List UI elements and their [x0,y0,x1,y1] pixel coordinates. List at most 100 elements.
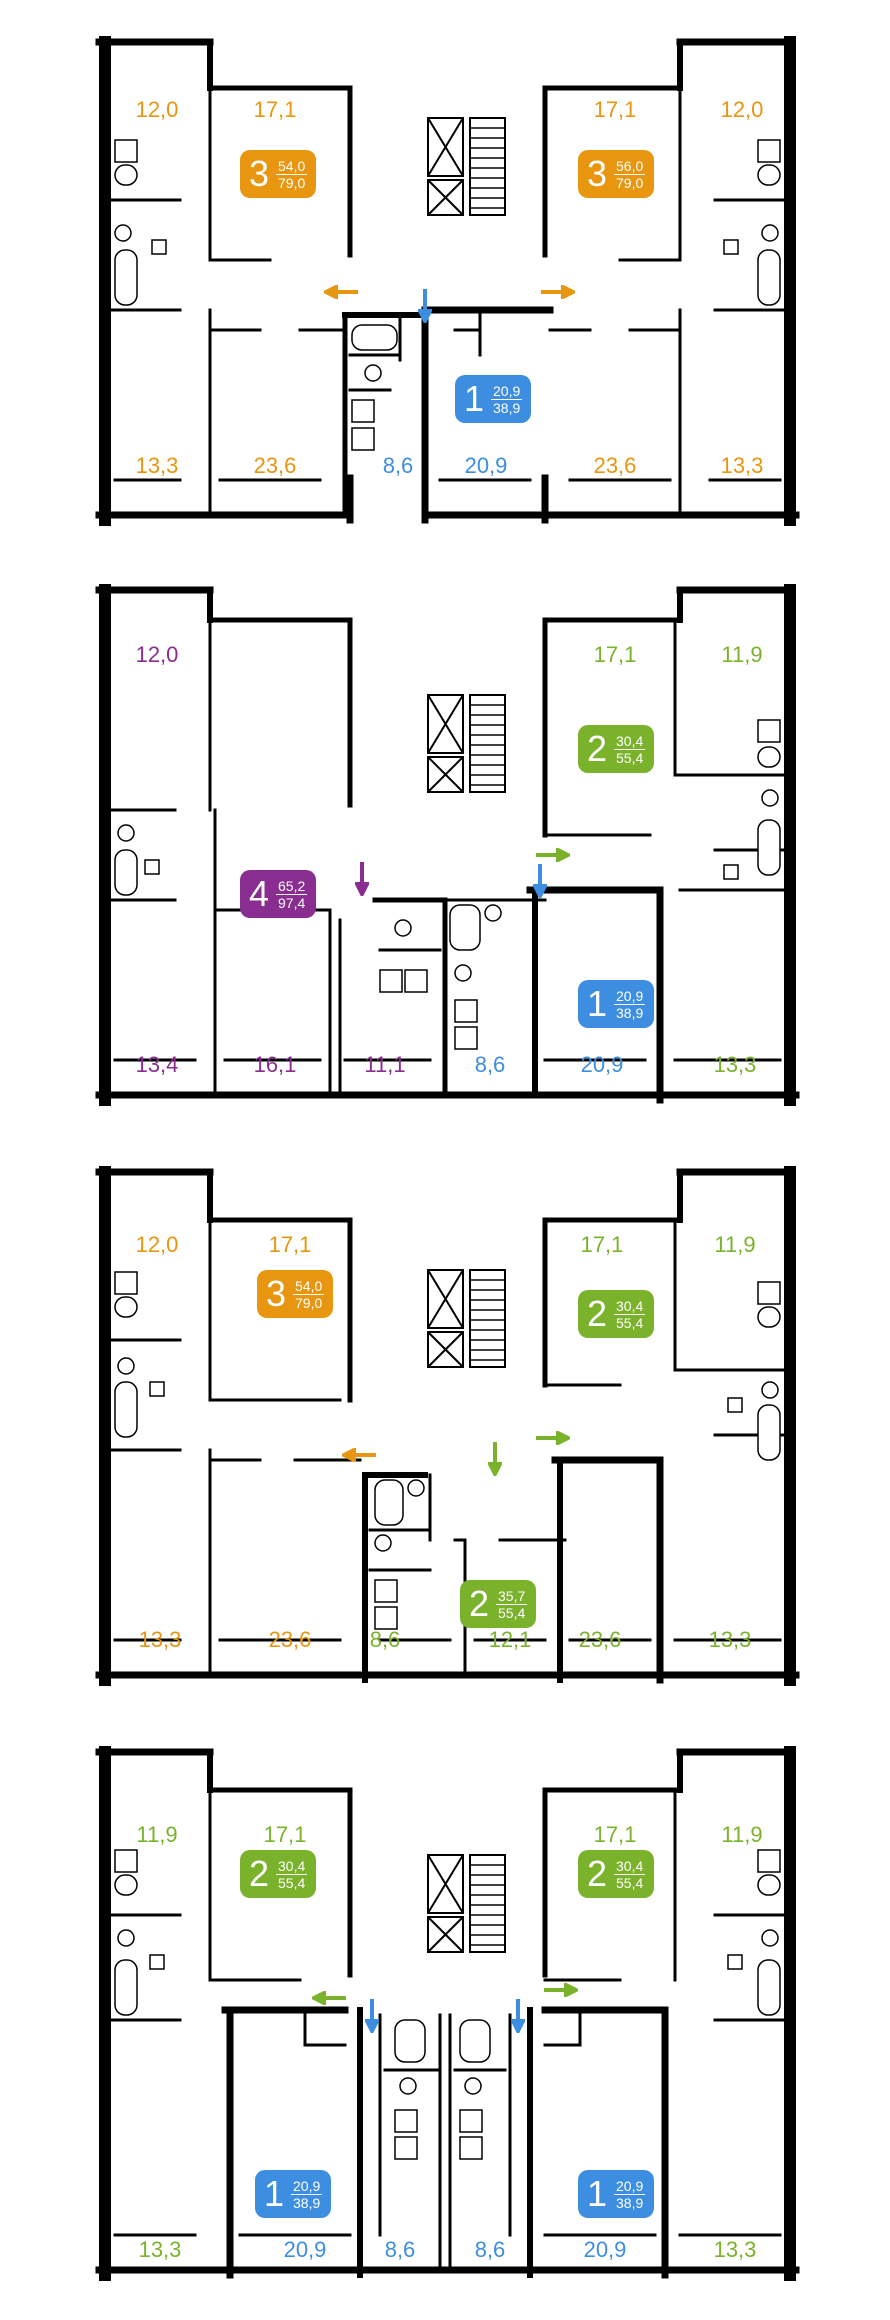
entrance-arrow-icon [536,848,570,862]
room-area-label: 23,6 [578,1627,622,1652]
apartment-living-area: 20,9 [291,2177,323,2195]
apartment-total-area: 38,9 [293,2194,321,2211]
floor-plan-4-walls [95,1746,800,2281]
apartment-total-area: 55,4 [616,749,644,766]
room-area-label: 17,1 [253,97,297,122]
apartment-room-count: 3 [265,1273,287,1314]
room-area-label: 23,6 [268,1627,312,1652]
apartment-living-area: 20,9 [614,2177,646,2195]
room-area-label: 11,1 [364,1052,406,1077]
entrance-arrow-icon [488,1442,502,1476]
entrance-arrow-icon [418,289,432,323]
apartment-total-area: 55,4 [498,1604,526,1621]
apartment-total-area: 38,9 [616,1004,644,1021]
room-area-label: 20,9 [580,1052,624,1077]
apartment-total-area: 55,4 [278,1874,306,1891]
room-area-label: 17,1 [593,97,637,122]
room-area-label: 20,9 [464,453,508,478]
room-area-label: 12,0 [135,97,179,122]
apartment-total-area: 79,0 [278,174,306,191]
apartment-room-count: 1 [586,983,608,1024]
entrance-arrow-icon [365,1999,379,2033]
room-area-label: 13,3 [708,1627,752,1652]
room-area-label: 20,9 [583,2237,627,2262]
apartment-living-area: 30,4 [276,1857,308,1875]
room-area-label: 13,3 [138,1627,182,1652]
room-area-label: 8,6 [382,453,414,478]
apartment-room-count: 2 [586,728,608,769]
apartment-total-area: 55,4 [616,1874,644,1891]
apartment-living-area: 20,9 [491,382,523,400]
room-area-label: 13,3 [713,1052,757,1077]
apartment-living-area: 30,4 [614,1857,646,1875]
room-area-label: 17,1 [580,1232,624,1257]
apartment-living-area: 54,0 [293,1277,325,1295]
room-area-label: 13,3 [135,453,179,478]
apartment-living-area: 35,7 [496,1587,528,1605]
room-area-label: 12,0 [135,1232,179,1257]
apartment-living-area: 30,4 [614,1297,646,1315]
apartment-total-area: 97,4 [278,894,306,911]
apartment-living-area: 65,2 [276,877,308,895]
apartment-room-count: 4 [248,873,270,914]
apartment-room-count: 3 [586,153,608,194]
entrance-arrow-icon [544,1983,578,1997]
entrance-arrow-icon [533,864,547,898]
apartment-room-count: 1 [263,2173,285,2214]
apartment-total-area: 55,4 [616,1314,644,1331]
apartment-room-count: 2 [586,1853,608,1894]
entrance-arrow-icon [324,285,358,299]
room-area-label: 11,9 [721,642,763,667]
room-area-label: 11,9 [721,1822,763,1847]
apartment-living-area: 56,0 [614,157,646,175]
room-area-label: 23,6 [253,453,297,478]
apartment-room-count: 3 [248,153,270,194]
floor-plan-3-walls [95,1166,800,1686]
apartment-room-count: 2 [586,1293,608,1334]
room-area-label: 12,0 [720,97,764,122]
apartment-total-area: 79,0 [616,174,644,191]
entrance-arrow-icon [541,285,575,299]
room-area-label: 20,9 [283,2237,327,2262]
room-area-label: 17,1 [268,1232,312,1257]
entrance-arrow-icon [511,1999,525,2033]
room-area-label: 8,6 [369,1627,401,1652]
apartment-total-area: 38,9 [616,2194,644,2211]
room-area-label: 8,6 [474,2237,506,2262]
apartment-room-count: 2 [248,1853,270,1894]
room-area-label: 17,1 [263,1822,307,1847]
apartment-total-area: 38,9 [493,399,521,416]
room-area-label: 13,3 [138,2237,182,2262]
apartment-total-area: 79,0 [295,1294,323,1311]
room-area-label: 16,1 [253,1052,297,1077]
entrance-arrow-icon [355,862,369,896]
room-area-label: 23,6 [593,453,637,478]
